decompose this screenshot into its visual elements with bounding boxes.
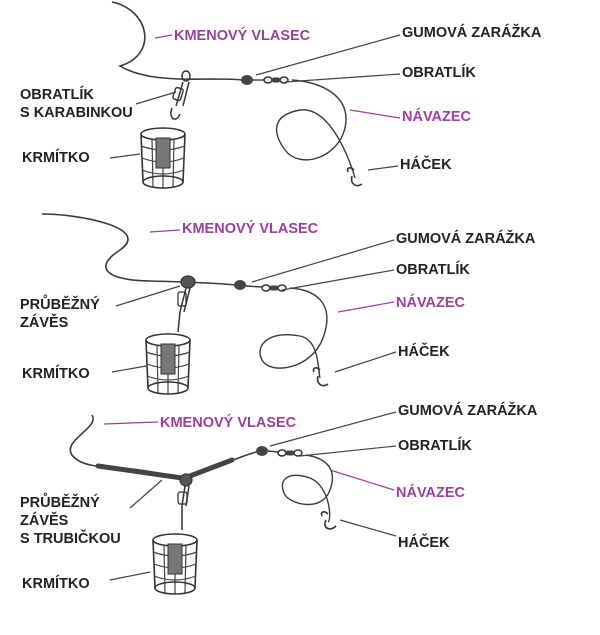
panel-2-hook [312, 367, 329, 387]
panel-3-label-attachment-2: ZÁVĚS [20, 513, 69, 529]
panel-1-callouts [109, 34, 401, 171]
panel-1-label-rubber-stop: GUMOVÁ ZARÁŽKA [402, 25, 542, 41]
panel-3-feeder-cage [152, 533, 198, 595]
panel-2-label-feeder: KRMÍTKO [22, 366, 90, 382]
panel-1-label-swivel: OBRATLÍK [402, 65, 476, 81]
panel-3-leader-line [281, 454, 333, 523]
panel-1-label-leader: NÁVAZEC [402, 109, 472, 125]
panel-2-label-rubber-stop: GUMOVÁ ZARÁŽKA [396, 231, 536, 247]
panel-3-running-link [177, 473, 193, 530]
panel-1-hook [346, 167, 363, 187]
panel-3-label-swivel: OBRATLÍK [398, 438, 472, 454]
panel-3-label-attachment-3: S TRUBIČKOU [20, 531, 121, 547]
panel-2-label-main-line: KMENOVÝ VLASEC [182, 221, 319, 237]
panel-3-rubber-stop [256, 446, 268, 456]
panel-3-label-rubber-stop: GUMOVÁ ZARÁŽKA [398, 403, 538, 419]
panel-1-label-hook: HÁČEK [400, 157, 452, 173]
panel-3-swivel [277, 449, 303, 457]
panel-2-label-swivel: OBRATLÍK [396, 262, 470, 278]
panel-1-rubber-stop [241, 75, 253, 85]
panel-2-label-attachment-1: PRŮBĚŽNÝ [20, 297, 100, 313]
panel-1-feeder-cage [140, 127, 186, 189]
panel-2-callouts [111, 229, 397, 373]
panel-1-swivel [263, 76, 289, 84]
panel-1-label-main-line: KMENOVÝ VLASEC [174, 28, 311, 44]
panel-2-drawing [41, 213, 329, 395]
panel-2-label-leader: NÁVAZEC [396, 295, 466, 311]
panel-3-label-feeder: KRMÍTKO [22, 576, 90, 592]
panel-3-drawing [69, 414, 337, 595]
panel-3-label-attachment-1: PRŮBĚŽNÝ [20, 495, 100, 511]
panel-1-label-feeder: KRMÍTKO [22, 150, 90, 166]
panel-3-label-hook: HÁČEK [398, 535, 450, 551]
panel-2-running-link [177, 275, 196, 333]
panel-1-leader-line [275, 79, 356, 179]
panel-2-main-line [41, 213, 237, 286]
panel-2-label-attachment-2: ZÁVĚS [20, 315, 69, 331]
panel-1-main-line [111, 1, 243, 81]
panel-3-label-leader: NÁVAZEC [396, 485, 466, 501]
panel-2-leader-line [259, 287, 328, 379]
panel-3-tube [95, 463, 185, 481]
panel-2-label-hook: HÁČEK [398, 344, 450, 360]
panel-1-label-attachment-2: S KARABINKOU [20, 105, 133, 121]
panel-3-label-main-line: KMENOVÝ VLASEC [160, 415, 297, 431]
panel-2-rubber-stop [234, 280, 246, 290]
panel-2-feeder-cage [145, 333, 191, 395]
panel-1-label-attachment-1: OBRATLÍK [20, 87, 94, 103]
panel-3-callouts [103, 411, 397, 581]
panel-3-hook [320, 511, 337, 530]
